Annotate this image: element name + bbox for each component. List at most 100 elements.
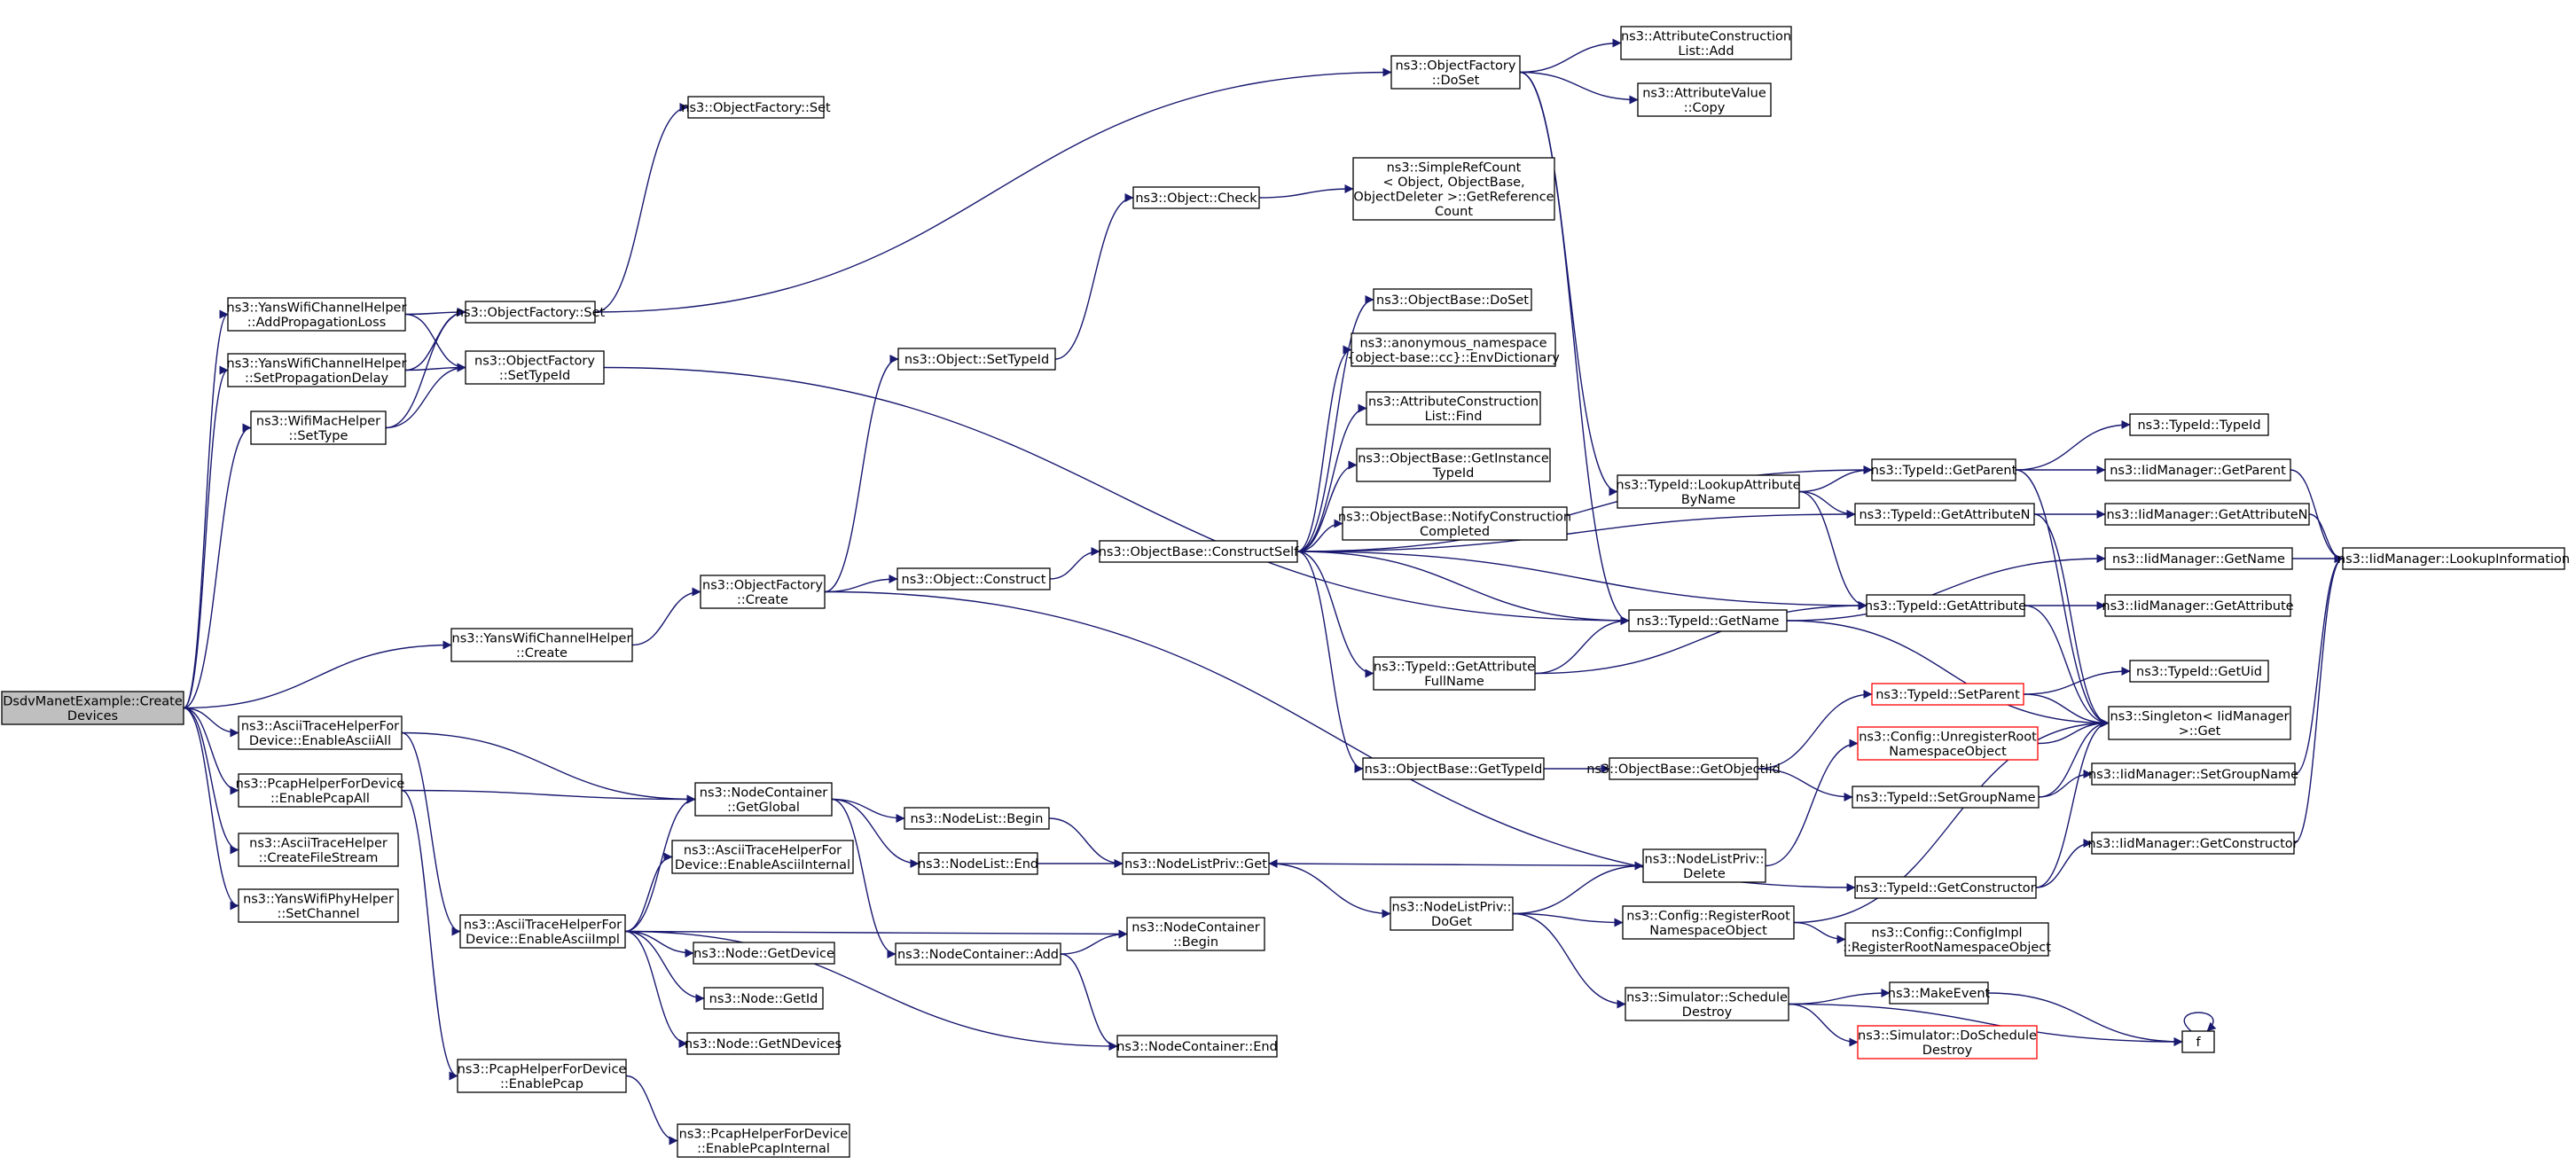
node-tidtypeid[interactable]: ns3::TypeId::TypeId — [2129, 413, 2269, 436]
node-pcapall[interactable]: ns3::PcapHelperForDevice::EnablePcapAll — [236, 773, 405, 808]
node-objcheck[interactable]: ns3::Object::Check — [1132, 186, 1260, 209]
edge-tidgetparent-to-singleton — [2015, 469, 2110, 728]
node-obgettypeid[interactable]: ns3::ObjectBase::GetTypeId — [1362, 757, 1545, 780]
node-obconstructself[interactable]: ns3::ObjectBase::ConstructSelf — [1099, 540, 1299, 563]
node-ncadd[interactable]: ns3::NodeContainer::Add — [895, 942, 1061, 966]
node-box — [1622, 905, 1795, 940]
node-nodegetndevices[interactable]: ns3::Node::GetNDevices — [685, 1032, 842, 1055]
node-nodegetid[interactable]: ns3::Node::GetId — [703, 987, 824, 1010]
node-asciiinternal[interactable]: ns3::AsciiTraceHelperForDevice::EnableAs… — [671, 840, 854, 874]
edge-pcapenable-to-pcapinternal — [625, 1075, 678, 1145]
node-ofcreate[interactable]: ns3::ObjectFactory::Create — [700, 575, 826, 609]
node-tidgetuid[interactable]: ns3::TypeId::GetUid — [2129, 660, 2269, 683]
node-tidsetgroup[interactable]: ns3::TypeId::SetGroupName — [1852, 786, 2040, 809]
node-label: ByName — [1681, 493, 1735, 507]
node-tidsetparent[interactable]: ns3::TypeId::SetParent — [1871, 683, 2024, 706]
node-asciiall[interactable]: ns3::AsciiTraceHelperForDevice::EnableAs… — [238, 715, 403, 750]
edge-obconstructself-to-tidgetattrn — [1296, 510, 1856, 552]
node-iidgetattrn[interactable]: ns3::IidManager::GetAttributeN — [2104, 503, 2310, 526]
node-tidgetattr[interactable]: ns3::TypeId::GetAttribute — [1865, 594, 2026, 617]
edge-makeevent-to-f — [1987, 992, 2183, 1046]
node-box — [1889, 981, 1989, 1005]
node-addprop[interactable]: ns3::YansWifiChannelHelper::AddPropagati… — [227, 297, 407, 332]
node-nlprivget[interactable]: ns3::NodeListPriv::Get — [1122, 852, 1270, 875]
node-obdoset[interactable]: ns3::ObjectBase::DoSet — [1373, 288, 1532, 311]
node-pcapenable[interactable]: ns3::PcapHelperForDevice::EnablePcap — [457, 1059, 627, 1093]
node-nodegetdevice[interactable]: ns3::Node::GetDevice — [693, 942, 835, 965]
node-cfgreg[interactable]: ns3::Config::RegisterRootNamespaceObject — [1622, 905, 1795, 940]
node-tidgetname[interactable]: ns3::TypeId::GetName — [1628, 609, 1788, 632]
node-box — [671, 840, 854, 874]
node-avcopy[interactable]: ns3::AttributeValue::Copy — [1637, 82, 1772, 117]
node-box — [1352, 157, 1555, 221]
node-ofset[interactable]: ns3::ObjectFactory::Set — [456, 301, 606, 324]
edge-obconstructself-to-obgettypeid — [1296, 551, 1364, 773]
edge-nlprivdelete-to-cfgunreg — [1765, 739, 1859, 867]
node-ofsettypeid[interactable]: ns3::ObjectFactory::SetTypeId — [465, 350, 605, 385]
node-pcapinternal[interactable]: ns3::PcapHelperForDevice::EnablePcapInte… — [677, 1123, 850, 1158]
node-box — [1390, 896, 1514, 931]
node-anonenv[interactable]: ns3::anonymous_namespace{object-base::cc… — [1347, 332, 1560, 367]
node-tidgetattrn[interactable]: ns3::TypeId::GetAttributeN — [1854, 503, 2035, 526]
node-label: ns3::AttributeValue — [1642, 86, 1766, 100]
node-yanscreate[interactable]: ns3::YansWifiChannelHelper::Create — [450, 628, 633, 662]
node-label: TypeId — [1432, 466, 1475, 481]
node-iidlookup[interactable]: ns3::IidManager::LookupInformation — [2337, 547, 2570, 570]
node-ncgetglobal[interactable]: ns3::NodeContainer::GetGlobal — [694, 782, 833, 817]
node-label: Delete — [1683, 867, 1726, 881]
node-label: {object-base::cc}::EnvDictionary — [1347, 351, 1560, 365]
node-wifimacsettype[interactable]: ns3::WifiMacHelper::SetType — [250, 410, 387, 445]
node-createfilestream[interactable]: ns3::AsciiTraceHelper::CreateFileStream — [238, 833, 399, 867]
node-nlend[interactable]: ns3::NodeList::End — [918, 852, 1038, 875]
node-iidgetctor[interactable]: ns3::IidManager::GetConstructor — [2087, 832, 2298, 855]
node-nlprivdoget[interactable]: ns3::NodeListPriv::DoGet — [1390, 896, 1514, 931]
node-label: List::Find — [1425, 410, 1483, 424]
node-setpropdelay[interactable]: ns3::YansWifiChannelHelper::SetPropagati… — [227, 353, 407, 387]
edge-tidsetparent-to-tidgetuid — [2023, 667, 2131, 695]
node-iidgetparent[interactable]: ns3::IidManager::GetParent — [2104, 458, 2291, 481]
edge-obgetobjtid-to-tidsetgroup — [1757, 768, 1853, 801]
edge-obconstructself-to-tidgetname — [1296, 551, 1630, 625]
node-label: ::SetChannel — [277, 907, 359, 921]
node-ofset2[interactable]: ns3::ObjectFactory::Set — [681, 96, 831, 119]
node-nlprivdelete[interactable]: ns3::NodeListPriv::Delete — [1642, 848, 1766, 883]
node-asciiimpl[interactable]: ns3::AsciiTraceHelperForDevice::EnableAs… — [459, 914, 626, 949]
node-label: Device::EnableAsciiImpl — [466, 933, 620, 947]
node-tidgetparent[interactable]: ns3::TypeId::GetParent — [1871, 458, 2017, 481]
node-iidsetgroup[interactable]: ns3::IidManager::SetGroupName — [2088, 762, 2298, 786]
node-singleton[interactable]: ns3::Singleton< IidManager>::Get — [2108, 706, 2291, 740]
node-iidgetattr[interactable]: ns3::IidManager::GetAttribute — [2102, 594, 2294, 617]
node-makeevent[interactable]: ns3::MakeEvent — [1888, 981, 1991, 1005]
node-ofdoset[interactable]: ns3::ObjectFactory::DoSet — [1390, 55, 1521, 90]
edge-obconstructself-to-obnotify — [1296, 519, 1343, 552]
node-box — [897, 348, 1056, 371]
node-box — [2342, 547, 2565, 570]
node-label: ns3::ObjectBase::GetObjectIid — [1586, 762, 1781, 777]
node-setchannel[interactable]: ns3::YansWifiPhyHelper::SetChannel — [238, 888, 399, 923]
node-ncend[interactable]: ns3::NodeContainer::End — [1116, 1035, 1278, 1058]
node-cfgunreg[interactable]: ns3::Config::UnregisterRootNamespaceObje… — [1857, 726, 2039, 761]
node-box — [1122, 852, 1270, 875]
node-cfgimplreg[interactable]: ns3::Config::ConfigImpl::RegisterRootNam… — [1843, 922, 2051, 957]
edge-tidgetattr-to-singleton — [2024, 605, 2110, 728]
edge-ofcreate-to-objconstruct — [824, 575, 898, 593]
node-obnotify[interactable]: ns3::ObjectBase::NotifyConstructionCompl… — [1338, 506, 1571, 541]
node-iidgetname[interactable]: ns3::IidManager::GetName — [2104, 547, 2293, 570]
node-nlbegin[interactable]: ns3::NodeList::Begin — [904, 807, 1050, 830]
node-objconstruct[interactable]: ns3::Object::Construct — [897, 567, 1051, 590]
node-obgetobjtid[interactable]: ns3::ObjectBase::GetObjectIid — [1586, 757, 1781, 780]
edge-simschedule-to-makeevent — [1788, 989, 1891, 1005]
node-ncbegin[interactable]: ns3::NodeContainer::Begin — [1126, 917, 1265, 951]
node-simpleref[interactable]: ns3::SimpleRefCount< Object, ObjectBase,… — [1352, 157, 1555, 221]
node-objsettypeid[interactable]: ns3::Object::SetTypeId — [897, 348, 1056, 371]
node-tidgetctor[interactable]: ns3::TypeId::GetConstructor — [1854, 876, 2037, 899]
node-f[interactable]: f — [2181, 1030, 2215, 1053]
